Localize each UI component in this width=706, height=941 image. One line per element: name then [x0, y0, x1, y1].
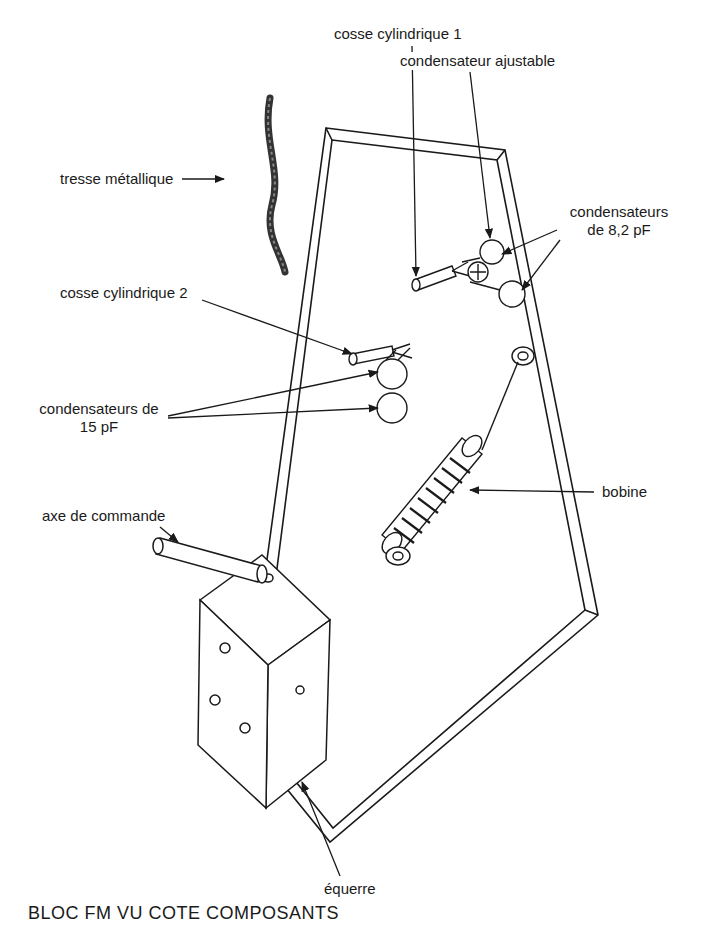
part-label: axe de commande [40, 507, 167, 525]
capacitors-8-2pf [462, 240, 525, 307]
bracket [198, 555, 330, 808]
control-shaft [153, 538, 267, 583]
circuit-board [243, 128, 598, 842]
part-label: équerre [322, 880, 378, 898]
part-label: condensateur ajustable [398, 52, 557, 70]
part-label: bobine [600, 483, 649, 501]
part-label: tresse métallique [58, 170, 175, 188]
figure-caption: BLOC FM VU COTE COMPOSANTS [28, 903, 339, 924]
capacitors-15pf [377, 348, 410, 423]
solder-lug-1 [412, 262, 470, 291]
metal-braid [268, 98, 285, 272]
leader-lines [160, 46, 594, 876]
part-label: cosse cylindrique 1 [332, 25, 464, 43]
part-label: condensateurs de 15 pF [30, 400, 168, 436]
solder-lug-2 [349, 344, 412, 365]
coil [378, 347, 534, 565]
part-label: condensateurs de 8,2 pF [558, 203, 680, 239]
part-label: cosse cylindrique 2 [58, 284, 190, 302]
